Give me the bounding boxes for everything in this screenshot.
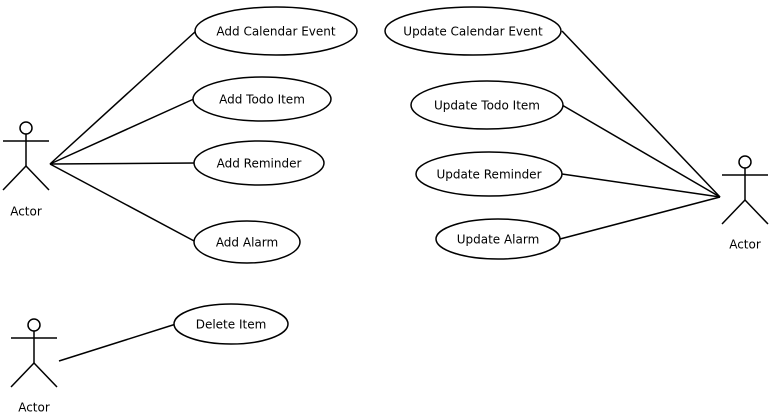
association-add-alarm [49, 163, 197, 243]
use-case-label: Add Calendar Event [216, 25, 335, 39]
use-case-add-calendar-event[interactable]: Add Calendar Event [194, 6, 358, 56]
use-case-delete-item[interactable]: Delete Item [173, 303, 289, 345]
association-update-reminder [561, 173, 721, 198]
association-update-alarm [559, 196, 721, 240]
actor-right[interactable]: Actor [721, 155, 769, 252]
use-case-label: Update Reminder [436, 168, 541, 182]
use-case-label: Add Reminder [217, 157, 302, 171]
use-case-update-reminder[interactable]: Update Reminder [415, 151, 563, 197]
use-case-label: Update Calendar Event [403, 25, 543, 39]
use-case-label: Add Todo Item [219, 93, 305, 107]
association-add-todo-item [49, 97, 197, 165]
use-case-label: Update Alarm [457, 233, 540, 247]
use-case-label: Add Alarm [216, 236, 278, 250]
association-add-calendar-event [49, 30, 197, 165]
actor-label: Actor [729, 238, 761, 252]
stick-figure-icon [10, 318, 58, 388]
association-update-todo-item [561, 104, 721, 198]
use-case-update-calendar-event[interactable]: Update Calendar Event [384, 6, 562, 56]
stick-figure-icon [2, 121, 50, 191]
associations [49, 30, 721, 362]
use-case-add-alarm[interactable]: Add Alarm [193, 220, 301, 264]
stick-figure-icon [721, 155, 769, 225]
use-case-update-todo-item[interactable]: Update Todo Item [410, 80, 564, 130]
use-case-label: Delete Item [196, 318, 267, 332]
association-update-calendar-event [561, 30, 721, 198]
actor-label: Actor [10, 205, 42, 219]
association-add-reminder [49, 162, 197, 165]
actor-left-bottom[interactable]: Actor [10, 318, 58, 415]
association-delete-item [58, 323, 177, 362]
use-case-add-reminder[interactable]: Add Reminder [193, 140, 325, 186]
use-case-label: Update Todo Item [434, 99, 540, 113]
use-case-update-alarm[interactable]: Update Alarm [435, 218, 561, 260]
actor-left-top[interactable]: Actor [2, 121, 50, 219]
use-case-add-todo-item[interactable]: Add Todo Item [192, 76, 332, 122]
actor-label: Actor [18, 401, 50, 415]
